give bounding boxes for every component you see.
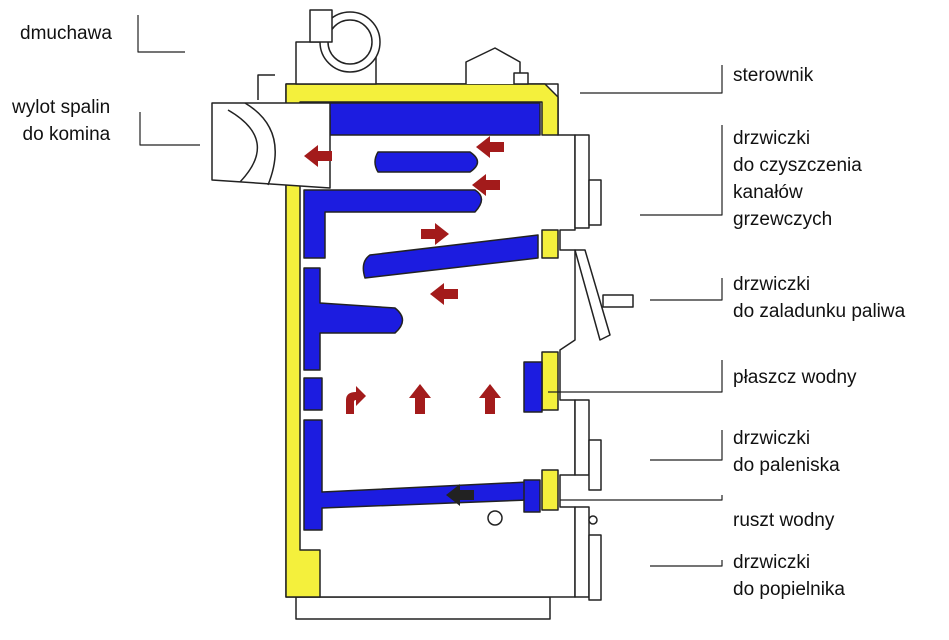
label-pointers xyxy=(137,15,723,567)
flow-arrow-left xyxy=(304,145,332,167)
controller-box xyxy=(465,47,529,85)
flow-arrow-left xyxy=(430,283,458,305)
label-blower: dmuchawa xyxy=(20,23,112,44)
insulation-layer xyxy=(285,83,559,598)
flue-outlet-pipe xyxy=(211,102,331,189)
label-cleaning-door: drzwiczki do czyszczenia kanałów grzewcz… xyxy=(733,128,862,230)
boiler-base xyxy=(295,596,551,620)
flow-arrow-up xyxy=(409,384,431,414)
blower-fan xyxy=(295,9,381,85)
label-controller: sterownik xyxy=(733,65,814,86)
flow-arrow-right xyxy=(421,223,449,245)
flow-arrow-left xyxy=(446,484,474,506)
label-fuel-door: drzwiczki do zaladunku paliwa xyxy=(733,274,906,322)
ash-door xyxy=(574,506,602,601)
flow-arrow-up-turn-right xyxy=(346,386,366,414)
water-jacket xyxy=(303,102,543,531)
label-flue-outlet: wylot spalin do komina xyxy=(12,97,111,145)
label-water-jacket: płaszcz wodny xyxy=(733,367,857,388)
fuel-door xyxy=(574,249,634,341)
cleaning-door xyxy=(574,134,602,229)
flow-arrow-up xyxy=(479,384,501,414)
flow-arrow-left xyxy=(476,136,504,158)
label-ash-door: drzwiczki do popielnika xyxy=(733,552,845,600)
flow-arrow-left xyxy=(472,174,500,196)
label-water-grate: ruszt wodny xyxy=(733,510,835,531)
label-firebox-door: drzwiczki do paleniska xyxy=(733,428,840,476)
firebox-door xyxy=(574,399,602,491)
